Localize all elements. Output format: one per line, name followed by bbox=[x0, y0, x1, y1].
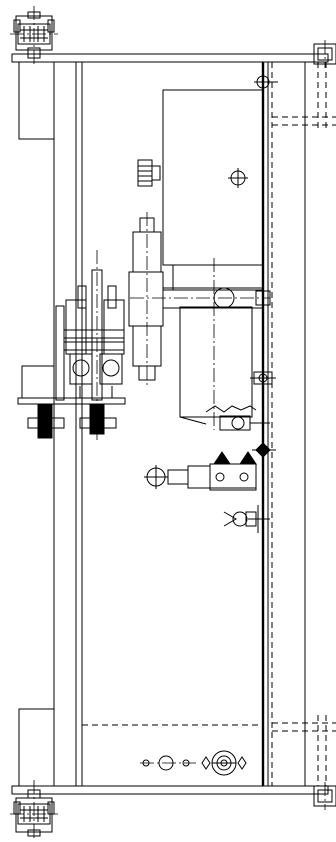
horizontal-drive-shaft bbox=[130, 287, 271, 309]
valve-handwheel bbox=[223, 505, 270, 533]
bottom-bay-fittings bbox=[140, 750, 247, 776]
top-left-wheel-assembly bbox=[10, 6, 58, 66]
motor-cabinet bbox=[162, 89, 264, 430]
rail-handle bbox=[219, 415, 270, 431]
top-right-wheel-stub bbox=[313, 40, 336, 68]
right-guide-lower bbox=[272, 715, 336, 786]
connector-block bbox=[137, 159, 161, 187]
right-guide-upper bbox=[272, 62, 336, 130]
left-base-plate bbox=[17, 365, 126, 439]
vertical-actuator bbox=[128, 212, 164, 386]
fuse-stack bbox=[55, 250, 125, 440]
rail-clamp-lower bbox=[252, 442, 276, 458]
top-rail-roller bbox=[254, 73, 278, 91]
main-frame bbox=[11, 53, 329, 795]
rail-clamp-upper bbox=[250, 371, 276, 385]
control-module bbox=[144, 451, 257, 491]
bottom-right-wheel-stub bbox=[313, 782, 336, 810]
left-lower-block bbox=[18, 708, 55, 787]
bottom-left-wheel-assembly bbox=[10, 780, 58, 838]
left-upper-block bbox=[18, 61, 55, 140]
